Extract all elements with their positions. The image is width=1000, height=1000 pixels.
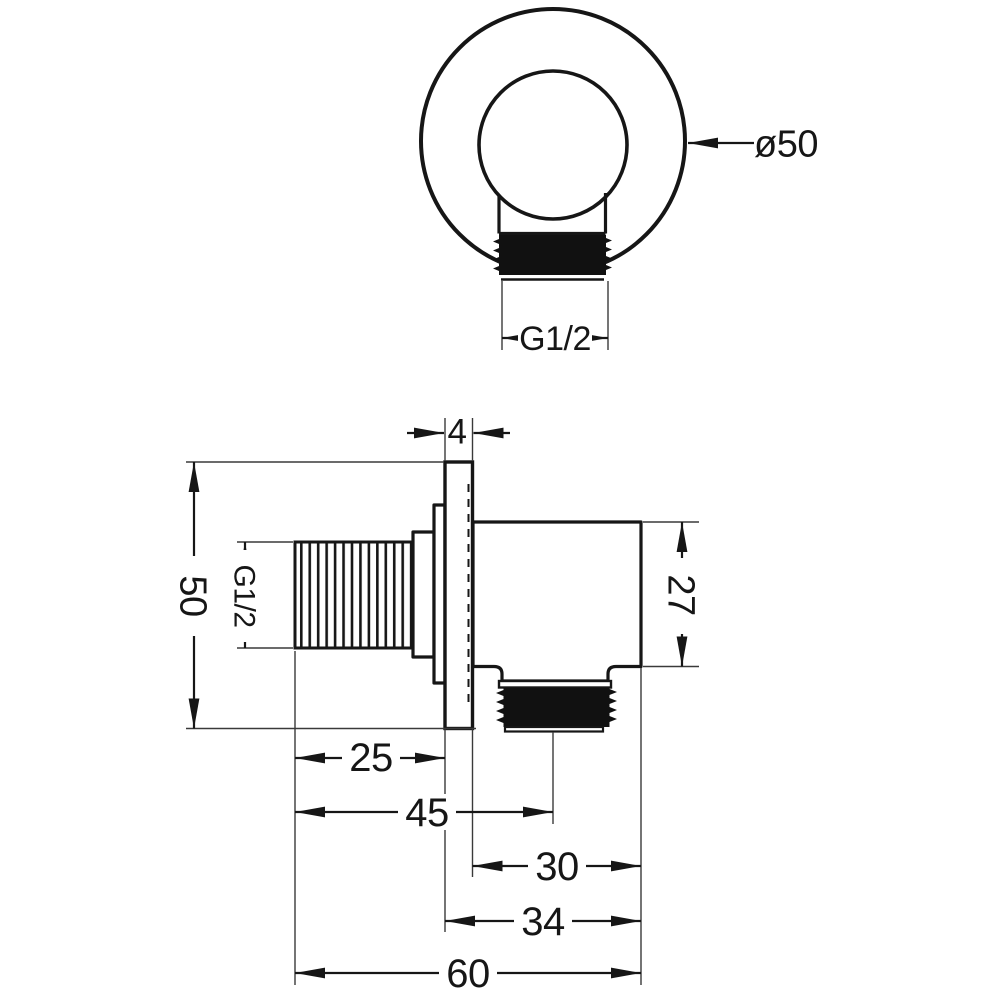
inlet-thread-label: G1/2: [228, 564, 261, 627]
plate-diameter-label: 50: [172, 575, 214, 616]
body-height-label-bg: [663, 558, 701, 634]
outlet-center-label-bg: [398, 794, 456, 830]
inlet-thread-body: [293, 540, 415, 650]
body-depth-label-bg: [528, 848, 586, 884]
nipple-throat: [498, 190, 607, 234]
total-depth-label: 60: [446, 952, 490, 996]
depth-with-plate-label-bg: [514, 903, 572, 939]
side-view: [293, 460, 643, 733]
inlet-thread-label-bg: [230, 550, 260, 642]
depth-with-plate-label: 34: [521, 900, 565, 944]
total-depth-label-bg: [439, 955, 497, 991]
plate-diameter-label-bg: [176, 556, 212, 636]
front-thread-black: [493, 235, 612, 275]
nipple-shoulder-edges: [497, 193, 608, 236]
body-depth-label: 30: [535, 845, 579, 889]
dimensions: 4 50 G1/2 27 25 45: [172, 412, 702, 996]
outlet-shoulder: [497, 679, 613, 689]
front-thread-label-bg: [518, 321, 592, 355]
front-diameter-label: ø50: [754, 123, 818, 165]
outlet-end-face: [503, 725, 605, 733]
body-height-label: 27: [660, 574, 702, 615]
outlet-thread-black: [496, 688, 617, 727]
outlet-center-label: 45: [405, 791, 449, 835]
escutcheon-inner-circle: [477, 69, 629, 221]
valve-body: [471, 520, 643, 683]
inlet-smooth-collar: [411, 530, 436, 659]
front-thread-label: G1/2: [519, 320, 591, 358]
thread-length-label: 25: [349, 736, 393, 780]
plate-thickness-label: 4: [448, 412, 467, 451]
front-view: G1/2 ø50: [419, 7, 818, 358]
thread-length-label-bg: [342, 740, 400, 776]
